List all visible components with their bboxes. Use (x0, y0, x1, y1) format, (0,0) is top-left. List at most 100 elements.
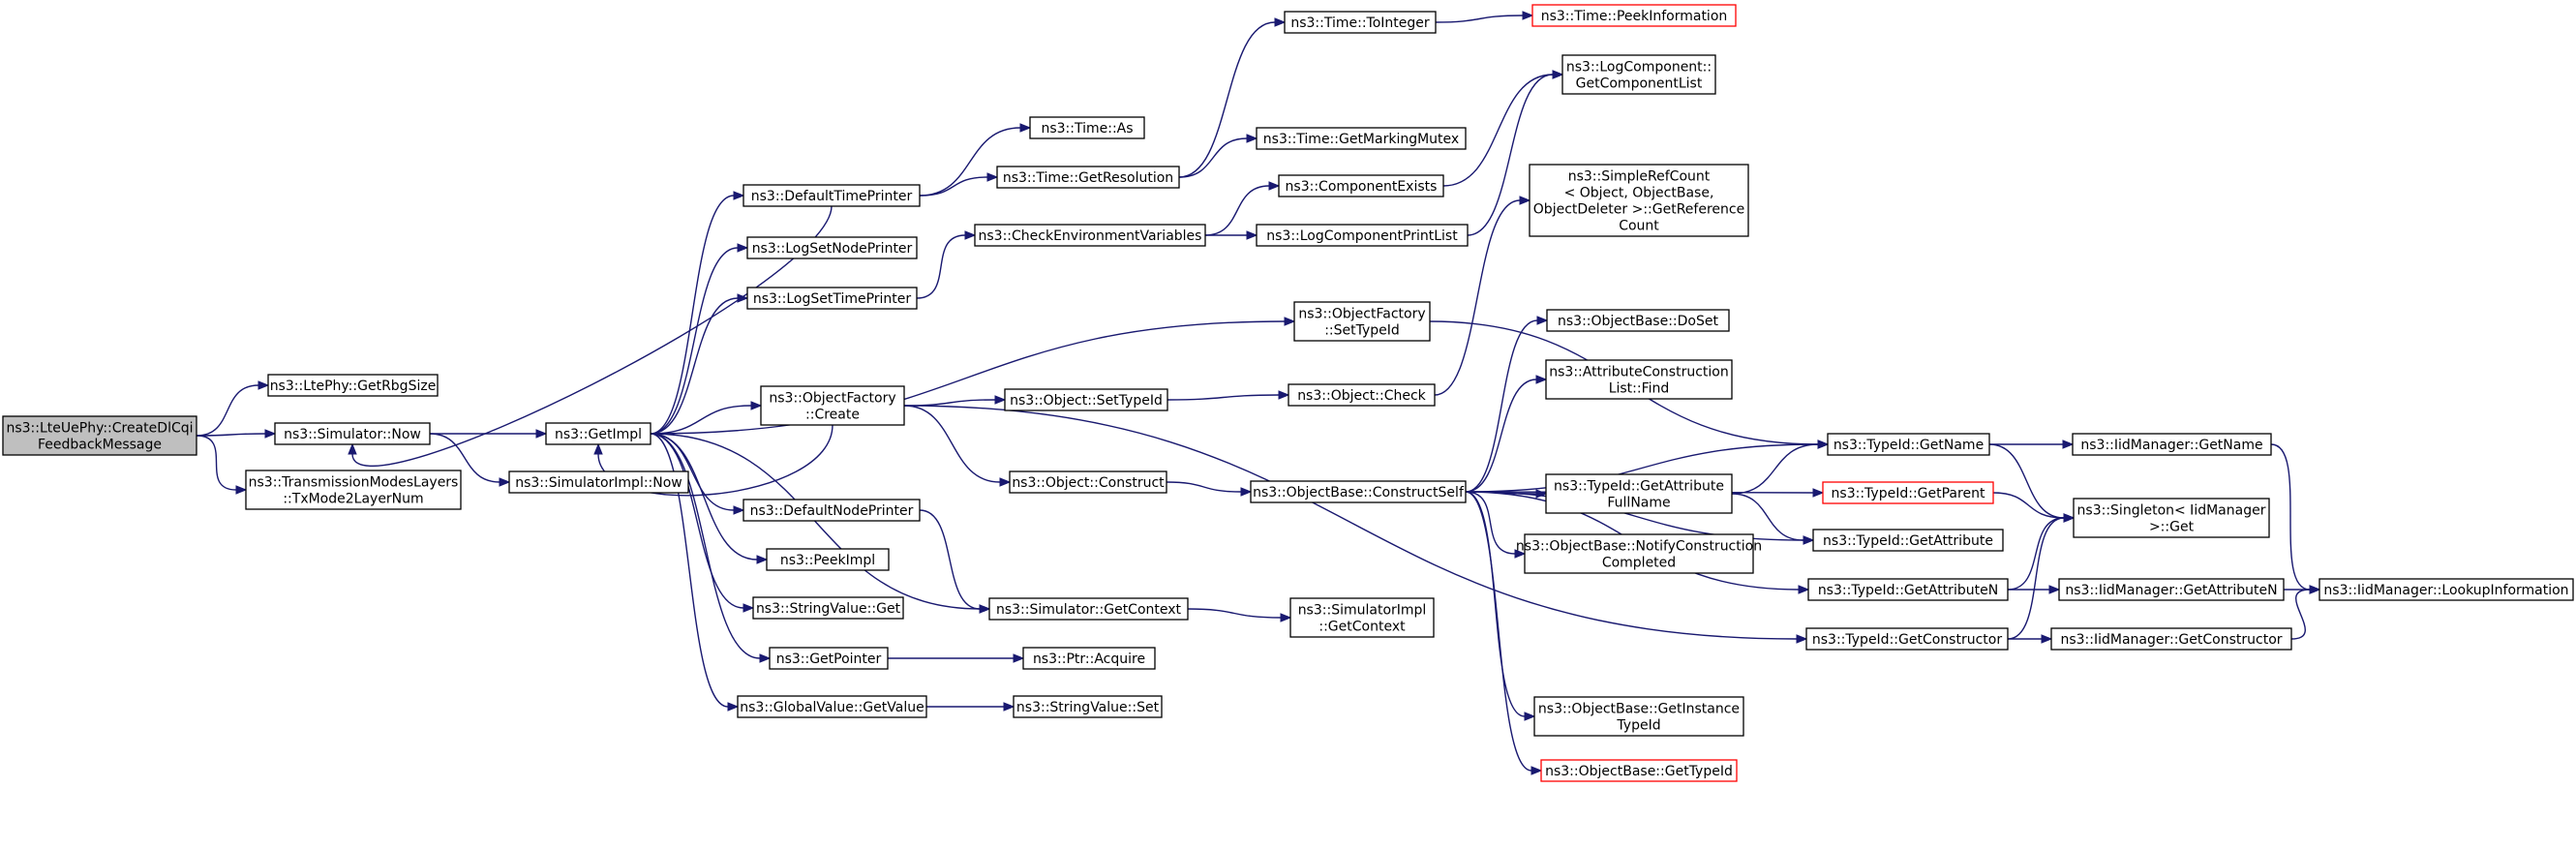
edge-line (1434, 199, 1521, 396)
edge-line (650, 195, 735, 435)
node-rbg[interactable]: ns3::LtePhy::GetRbgSize (267, 374, 439, 397)
edge-tidattrn-to-imgetattrn (2007, 585, 2061, 594)
node-simgetctx[interactable]: ns3::Simulator::GetContext (988, 597, 1189, 621)
node-lstp[interactable]: ns3::LogSetTimePrinter (746, 287, 918, 310)
nodes-layer: ns3::LteUePhy::CreateDlCqiFeedbackMessag… (2, 4, 2574, 782)
edge-arrowhead (1013, 653, 1025, 663)
node-label: ns3::LogComponentPrintList (1266, 228, 1458, 244)
node-label: ns3::Time::GetResolution (1003, 170, 1173, 186)
node-label: ns3::SimulatorImpl (1298, 603, 1427, 619)
node-gvget[interactable]: ns3::GlobalValue::GetValue (737, 695, 927, 718)
node-label: ns3::DefaultTimePrinter (751, 189, 913, 204)
node-imgetname[interactable]: ns3::IidManager::GetName (2072, 433, 2272, 456)
node-label: ns3::ObjectBase::DoSet (1558, 314, 1718, 329)
node-label: ns3::LogSetTimePrinter (753, 291, 912, 307)
node-label: FullName (1607, 496, 1670, 511)
edge-tidname-to-imgetname (1989, 440, 2075, 449)
node-tidctor[interactable]: ns3::TypeId::GetConstructor (1805, 627, 2009, 651)
node-doset[interactable]: ns3::ObjectBase::DoSet (1546, 309, 1730, 332)
edge-line (1465, 491, 1532, 772)
node-label: < Object, ObjectBase, (1564, 186, 1714, 201)
node-getptr[interactable]: ns3::GetPointer (769, 647, 889, 670)
node-peekinfo[interactable]: ns3::Time::PeekInformation (1531, 4, 1737, 27)
node-singleton[interactable]: ns3::Singleton< IidManager>::Get (2073, 498, 2270, 538)
node-toint[interactable]: ns3::Time::ToInteger (1284, 11, 1437, 34)
node-label: ns3::TypeId::GetConstructor (1812, 632, 2002, 648)
node-simimplctx[interactable]: ns3::SimulatorImpl::GetContext (1289, 597, 1435, 638)
node-label: ns3::GetImpl (555, 427, 642, 442)
node-objconstruct[interactable]: ns3::Object::Construct (1009, 470, 1167, 494)
edge-line (1992, 492, 2065, 519)
node-ofsettid[interactable]: ns3::ObjectFactory::SetTypeId (1293, 301, 1431, 342)
node-compexists[interactable]: ns3::ComponentExists (1278, 174, 1444, 197)
edge-line (196, 435, 237, 491)
node-lcgcl[interactable]: ns3::LogComponent::GetComponentList (1561, 54, 1716, 95)
node-gettid[interactable]: ns3::ObjectBase::GetTypeId (1540, 759, 1738, 782)
edge-line (916, 234, 966, 299)
node-peekimpl[interactable]: ns3::PeekImpl (766, 548, 890, 571)
node-tidparent[interactable]: ns3::TypeId::GetParent (1822, 481, 1994, 504)
edge-arrowhead (1519, 196, 1531, 205)
node-txmode[interactable]: ns3::TransmissionModesLayers::TxMode2Lay… (245, 470, 462, 510)
edge-arrowhead (727, 702, 740, 712)
node-imgetctor[interactable]: ns3::IidManager::GetConstructor (2050, 627, 2292, 651)
edge-dtp-to-getres (919, 172, 999, 197)
node-imlookup[interactable]: ns3::IidManager::LookupInformation (2318, 578, 2574, 601)
node-box (1533, 696, 1744, 737)
node-box (274, 422, 431, 445)
node-dnp[interactable]: ns3::DefaultNodePrinter (742, 499, 921, 522)
edge-line (919, 176, 988, 197)
node-ptracq[interactable]: ns3::Ptr::Acquire (1022, 647, 1156, 670)
edge-getimpl-to-ofsettid (650, 317, 1296, 435)
node-gmm[interactable]: ns3::Time::GetMarkingMutex (1256, 127, 1467, 150)
node-box (1545, 473, 1733, 514)
node-lcpl[interactable]: ns3::LogComponentPrintList (1256, 224, 1469, 247)
node-objcheck[interactable]: ns3::Object::Check (1288, 383, 1436, 407)
node-svget[interactable]: ns3::StringValue::Get (752, 596, 904, 620)
edge-arrowhead (1798, 585, 1810, 594)
node-srcget[interactable]: ns3::SimpleRefCount< Object, ObjectBase,… (1529, 164, 1749, 237)
edge-lstp-to-cev (916, 230, 977, 299)
node-objsettid[interactable]: ns3::Object::SetTypeId (1004, 388, 1168, 411)
node-box (1812, 529, 2004, 552)
node-timeas[interactable]: ns3::Time::As (1029, 116, 1145, 139)
node-simimplnow[interactable]: ns3::SimulatorImpl::Now (508, 470, 689, 494)
edge-line (903, 405, 1001, 483)
node-simnow[interactable]: ns3::Simulator::Now (274, 422, 431, 445)
edge-arrowhead (1530, 766, 1543, 775)
edge-arrowhead (759, 653, 772, 663)
node-box (737, 695, 927, 718)
node-box (1284, 11, 1437, 34)
node-imgetattrn[interactable]: ns3::IidManager::GetAttributeN (2058, 578, 2285, 601)
edge-getptr-to-ptracq (888, 653, 1025, 663)
node-tidname[interactable]: ns3::TypeId::GetName (1827, 433, 1990, 456)
node-tidattrn[interactable]: ns3::TypeId::GetAttributeN (1807, 578, 2009, 601)
node-cev[interactable]: ns3::CheckEnvironmentVariables (974, 224, 1206, 247)
node-box (508, 470, 689, 494)
node-label: ns3::ObjectBase::GetTypeId (1545, 764, 1733, 779)
node-getimpl[interactable]: ns3::GetImpl (545, 422, 652, 445)
edge-arrowhead (535, 429, 548, 439)
node-label: ns3::TypeId::GetAttribute (1823, 533, 1993, 549)
node-cself[interactable]: ns3::ObjectBase::ConstructSelf (1250, 480, 1467, 503)
edge-arrowhead (1280, 613, 1292, 622)
node-root[interactable]: ns3::LteUePhy::CreateDlCqiFeedbackMessag… (2, 415, 197, 456)
node-getres[interactable]: ns3::Time::GetResolution (996, 166, 1180, 189)
node-svset[interactable]: ns3::StringValue::Set (1013, 695, 1163, 718)
node-lsnp[interactable]: ns3::LogSetNodePrinter (746, 236, 918, 259)
node-tidattr[interactable]: ns3::TypeId::GetAttribute (1812, 529, 2004, 552)
edge-arrowhead (1284, 317, 1296, 326)
edge-lcpl-to-lcgcl (1467, 70, 1564, 236)
node-ofcreate[interactable]: ns3::ObjectFactory::Create (760, 385, 905, 426)
node-box (746, 236, 918, 259)
edge-arrowhead (1522, 11, 1534, 20)
edge-cself-to-aclfind (1465, 375, 1548, 493)
node-dtp[interactable]: ns3::DefaultTimePrinter (742, 184, 921, 207)
node-notifycc[interactable]: ns3::ObjectBase::NotifyConstructionCompl… (1516, 533, 1762, 574)
edge-arrowhead (742, 603, 755, 613)
node-box (1013, 695, 1163, 718)
